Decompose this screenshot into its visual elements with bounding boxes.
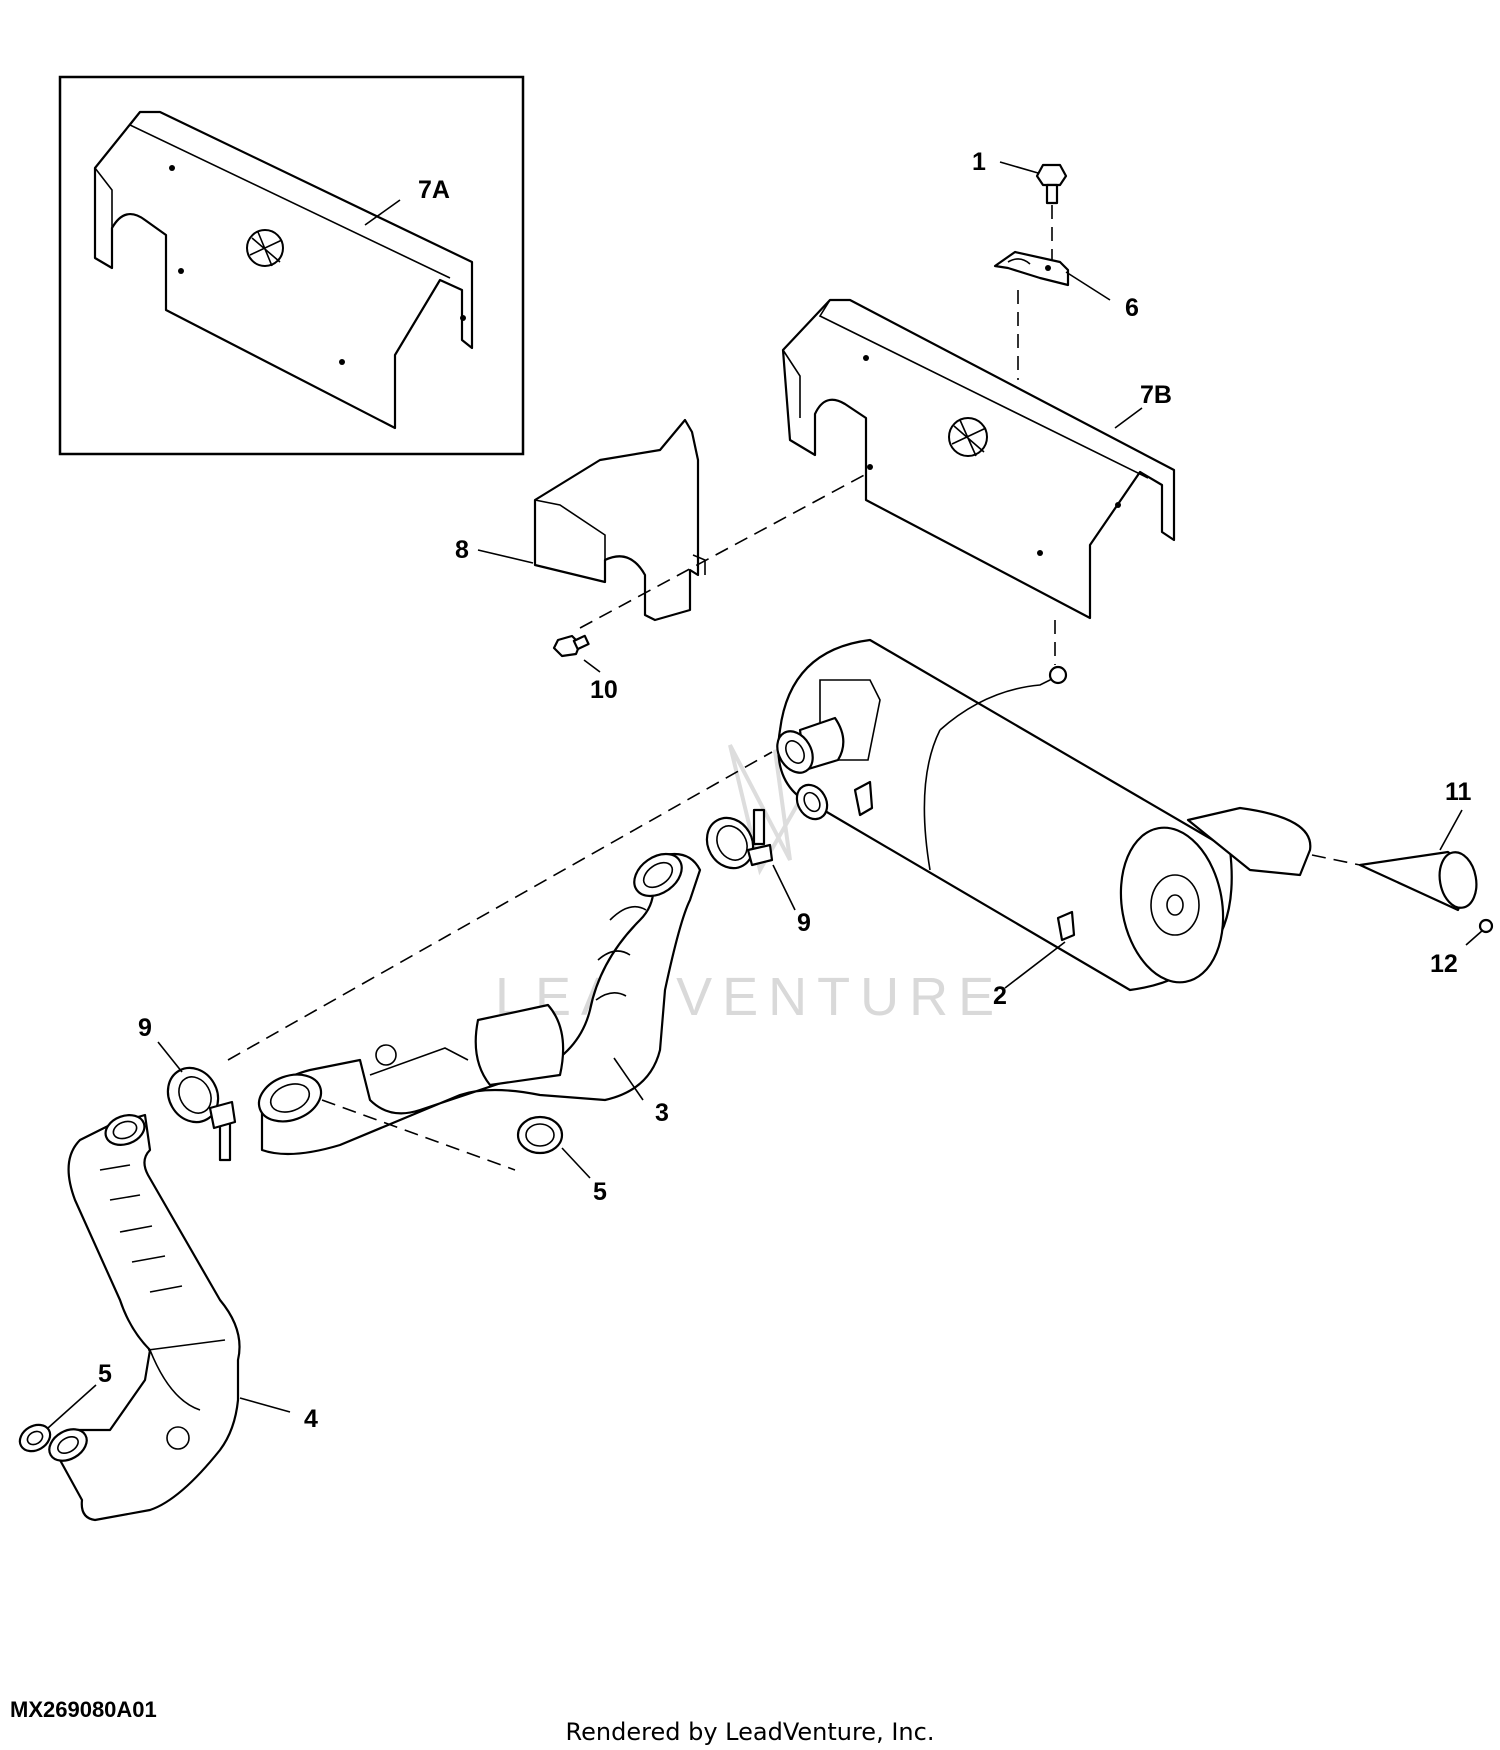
clamp-9-upper[interactable] (698, 808, 774, 876)
heat-shield-7a[interactable] (93, 110, 474, 430)
callout-7a: 7A (418, 176, 450, 204)
heat-shield-7b[interactable] (781, 298, 1176, 620)
callout-11: 11 (1445, 778, 1472, 806)
inset-frame (58, 75, 525, 456)
callout-12: 12 (1430, 950, 1458, 978)
screw-12[interactable] (1478, 918, 1494, 934)
callout-7b: 7B (1140, 381, 1172, 409)
callout-9-upper: 9 (797, 909, 811, 937)
callout-3: 3 (655, 1099, 669, 1127)
clamp-9-lower[interactable] (158, 1059, 237, 1162)
callout-9-lower: 9 (138, 1014, 152, 1042)
callout-5-lower: 5 (98, 1360, 112, 1388)
screw-10[interactable] (552, 634, 590, 658)
heat-shield-8[interactable] (533, 418, 706, 622)
callout-10: 10 (590, 676, 618, 704)
callout-1: 1 (972, 148, 986, 176)
rendered-by-credit: Rendered by LeadVenture, Inc. (565, 1718, 935, 1746)
muffler-inlet-upper (776, 716, 845, 774)
spark-arrestor-11[interactable] (1358, 849, 1481, 912)
watermark-text: LEADVENTURE (495, 967, 1004, 1027)
callout-2: 2 (993, 982, 1007, 1010)
gasket-5-lower[interactable] (15, 1420, 55, 1457)
callout-5-mid: 5 (593, 1178, 607, 1206)
bracket-6[interactable] (993, 250, 1070, 287)
bolt-1[interactable] (1035, 163, 1068, 205)
watermark: LEADVENTURE (495, 744, 1004, 1027)
callout-4: 4 (304, 1405, 318, 1433)
callout-6: 6 (1125, 294, 1139, 322)
drawing-id: MX269080A01 (10, 1697, 157, 1722)
exhaust-pipe-3[interactable] (252, 845, 702, 1156)
callout-8: 8 (455, 536, 469, 564)
gasket-5-mid[interactable] (516, 1115, 564, 1155)
muffler-2[interactable] (777, 638, 1312, 992)
muffler-inlet-lower (795, 783, 829, 821)
exhaust-pipe-4[interactable] (44, 1110, 241, 1522)
